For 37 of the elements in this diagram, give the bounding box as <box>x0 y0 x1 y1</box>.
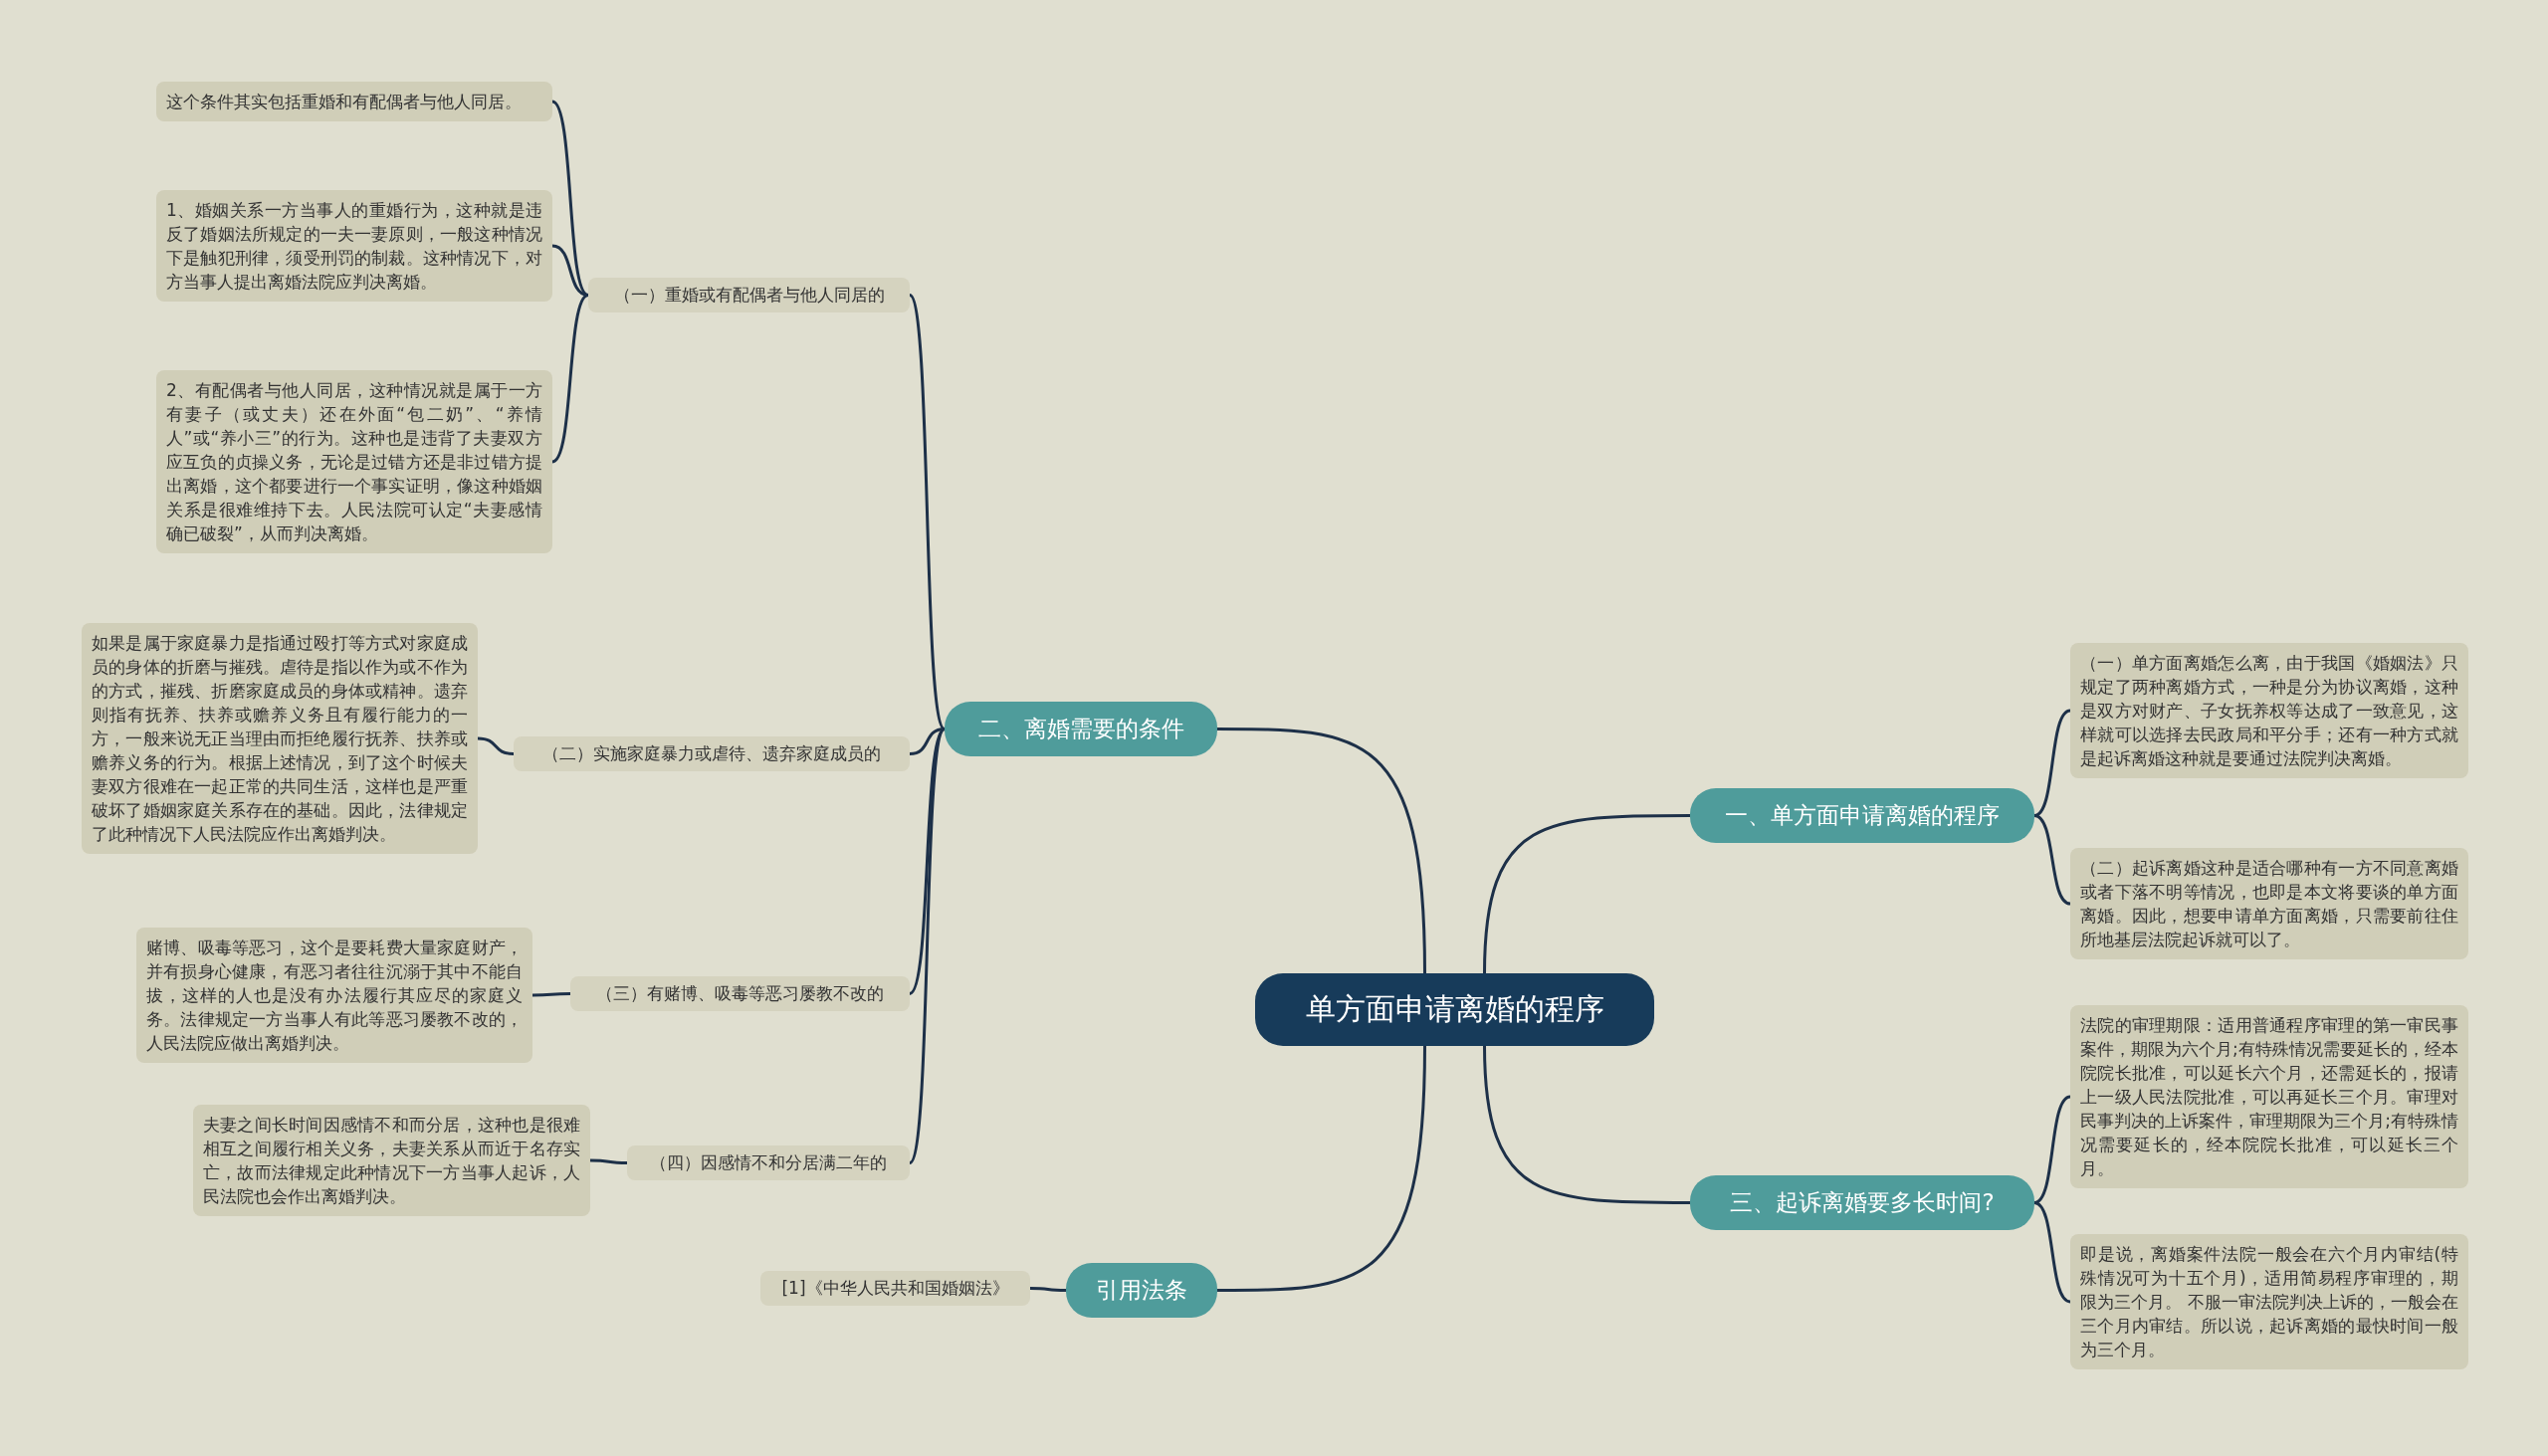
connector-line <box>908 728 947 1164</box>
connector-line <box>551 244 589 297</box>
subtopic-label: （三）有赌博、吸毒等恶习屡教不改的 <box>570 976 910 1011</box>
connector-line <box>2033 814 2071 906</box>
subtopic-label: （四）因感情不和分居满二年的 <box>627 1145 910 1180</box>
connector-line <box>1217 728 1426 974</box>
central-topic: 单方面申请离婚的程序 <box>1255 973 1654 1046</box>
branch-topic: 引用法条 <box>1066 1263 1217 1318</box>
connector-line <box>532 992 570 997</box>
note-card: （一）单方面离婚怎么离，由于我国《婚姻法》只规定了两种离婚方式，一种是分为协议离婚，这种是双方对财产、子女抚养权等达成了一致意见，这样就可以选择去民政局和平分手；还有一种方式就是起诉离婚这种就是要通过法院判决离婚。 <box>2070 643 2468 778</box>
connector-line <box>2033 1201 2071 1304</box>
connector-line <box>551 294 589 464</box>
subtopic-label: [1]《中华人民共和国婚姻法》 <box>760 1271 1030 1306</box>
note-card: 法院的审理期限：适用普通程序审理的第一审民事案件，期限为六个月;有特殊情况需要延长的，经本院院长批准，可以延长六个月，还需延长的，报请上一级人民法院批准，可以再延长三个月。审理对民事判决的上诉案件，审理期限为三个月;有特殊情况需要延长的，经本院院长批准，可以延长三个月。 <box>2070 1005 2468 1188</box>
branch-topic: 三、起诉离婚要多长时间? <box>1690 1175 2034 1230</box>
subtopic-label: （二）实施家庭暴力或虐待、遗弃家庭成员的 <box>514 736 910 771</box>
note-card: 夫妻之间长时间因感情不和而分居，这种也是很难相互之间履行相关义务，夫妻关系从而近于名存实亡，故而法律规定此种情况下一方当事人起诉，人民法院也会作出离婚判决。 <box>193 1105 590 1216</box>
connector-line <box>590 1158 627 1164</box>
note-card: 这个条件其实包括重婚和有配偶者与他人同居。 <box>156 82 552 121</box>
subtopic-label: （一）重婚或有配偶者与他人同居的 <box>588 278 910 312</box>
note-card: 即是说，离婚案件法院一般会在六个月内审结(特殊情况可为十五个月)，适用简易程序审理的，期限为三个月。 不服一审法院判决上诉的，一般会在三个月内审结。所以说，起诉离婚的最快时间一般为三个月。 <box>2070 1234 2468 1369</box>
branch-topic: 一、单方面申请离婚的程序 <box>1690 788 2034 843</box>
connector-line <box>1483 814 1690 974</box>
note-card: 赌博、吸毒等恶习，这个是要耗费大量家庭财产，并有损身心健康，有恶习者往往沉溺于其中不能自拔，这样的人也是没有办法履行其应尽的家庭义务。法律规定一方当事人有此等恶习屡教不改的，人民法院应做出离婚判决。 <box>136 928 532 1063</box>
connector-line <box>2033 709 2071 817</box>
note-card: 1、婚姻关系一方当事人的重婚行为，这种就是违反了婚姻法所规定的一夫一妻原则，一般这种情况下是触犯刑律，须受刑罚的制裁。这种情况下，对方当事人提出离婚法院应判决离婚。 <box>156 190 552 302</box>
connector-line <box>477 736 515 755</box>
connector-line <box>908 294 947 730</box>
note-card: 如果是属于家庭暴力是指通过殴打等方式对家庭成员的身体的折磨与摧残。虐待是指以作为或不作为的方式，摧残、折磨家庭成员的身体或精神。遗弃则指有抚养、扶养或赡养义务且有履行能力的一方，一般来说无正当理由而拒绝履行抚养、扶养或赡养义务的行为。根据上述情况，到了这个时候夫妻双方很难在一起正常的共同生活，这样也是严重破坏了婚姻家庭关系存在的基础。因此，法律规定了此种情况下人民法院应作出离婚判决。 <box>82 623 478 854</box>
connector-line <box>2033 1095 2071 1204</box>
connector-line <box>1217 1045 1426 1292</box>
connector-line <box>1030 1287 1066 1292</box>
connector-line <box>551 100 589 297</box>
note-card: （二）起诉离婚这种是适合哪种有一方不同意离婚或者下落不明等情况，也即是本文将要谈的单方面离婚。因此，想要申请单方面离婚，只需要前往住所地基层法院起诉就可以了。 <box>2070 848 2468 959</box>
branch-topic: 二、离婚需要的条件 <box>945 702 1217 756</box>
connector-line <box>1483 1045 1690 1204</box>
note-card: 2、有配偶者与他人同居，这种情况就是属于一方有妻子（或丈夫）还在外面“包二奶”、“养情人”或“养小三”的行为。这种也是违背了夫妻双方应互负的贞操义务，无论是过错方还是非过错方提出离婚，这个都要进行一个事实证明，像这种婚姻关系是很难维持下去。人民法院可认定“夫妻感情确已破裂”，从而判决离婚。 <box>156 370 552 553</box>
